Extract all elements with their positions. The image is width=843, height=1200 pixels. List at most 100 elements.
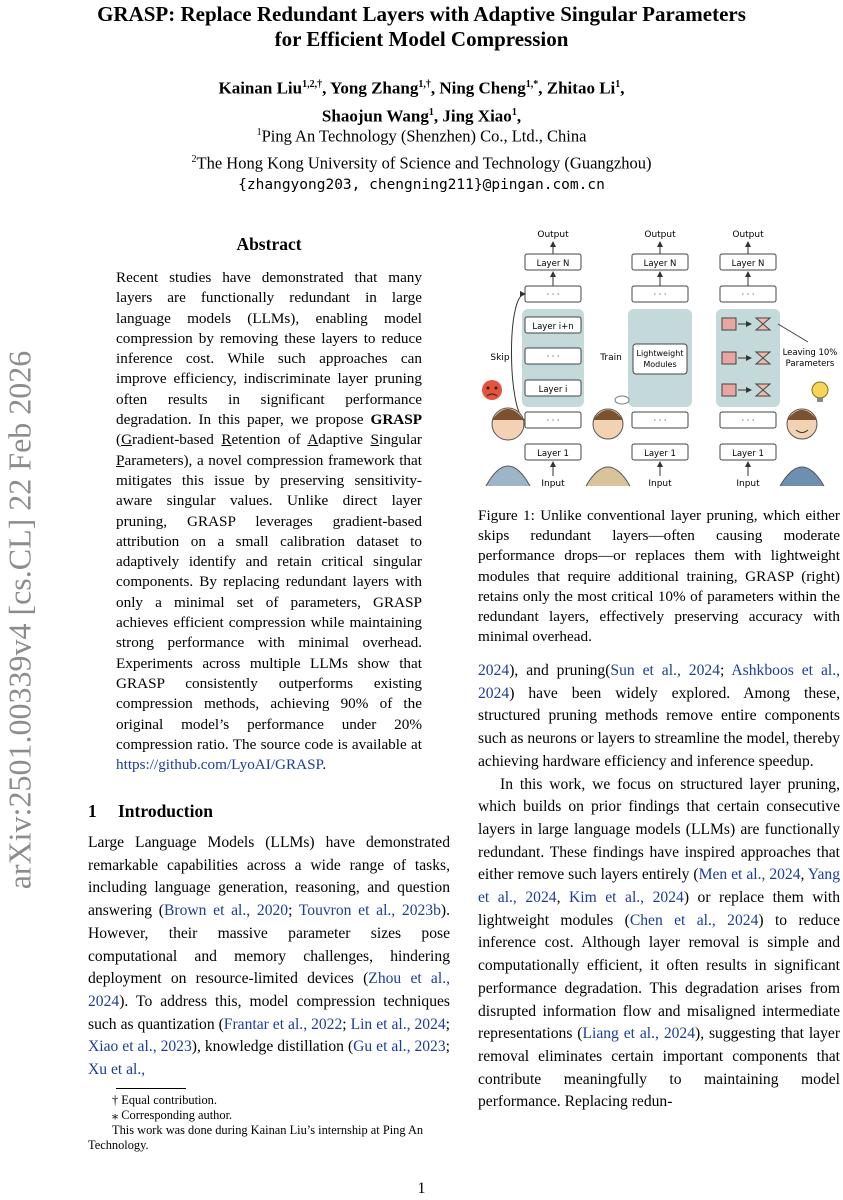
abstract-text: Recent studies have demonstrated that ma… bbox=[116, 269, 422, 429]
input-label: Input bbox=[736, 479, 760, 489]
citation-link[interactable]: Sun et al., 2024 bbox=[610, 662, 720, 679]
paragraph-continuation: 2024), and pruning(Sun et al., 2024; Ash… bbox=[478, 660, 840, 774]
figure-1-diagram: Output Layer N · · · Layer i+n · · · Lay… bbox=[482, 230, 837, 489]
body-text: ; bbox=[288, 902, 299, 920]
body-text: ). However, their massive parameter size… bbox=[88, 902, 450, 988]
lightbulb-icon bbox=[811, 381, 829, 402]
body-text: ; bbox=[342, 1015, 351, 1033]
dots-label: · · · bbox=[654, 290, 667, 299]
abstract-text: arameters), bbox=[124, 451, 197, 469]
citation-link[interactable]: Men et al., 2024 bbox=[698, 866, 801, 884]
stressed-person-icon bbox=[585, 395, 631, 487]
body-text: , bbox=[556, 889, 569, 907]
citation-link[interactable]: Frantar et al., 2022 bbox=[223, 1015, 343, 1033]
abstract-text: . bbox=[322, 756, 327, 774]
diagram-column-skip: Output Layer N · · · Layer i+n · · · Lay… bbox=[482, 230, 584, 489]
source-code-link[interactable]: https://github.com/LyoAI/GRASP bbox=[116, 756, 323, 774]
body-text: ; bbox=[445, 1015, 451, 1033]
layer-i-label: Layer i bbox=[539, 385, 568, 395]
grasp-name: GRASP bbox=[370, 411, 422, 429]
dots-label: · · · bbox=[654, 416, 667, 425]
paragraph-structured-pruning: In this work, we focus on structured lay… bbox=[478, 774, 840, 1115]
citation-link[interactable]: Kim et al., 2024 bbox=[569, 889, 684, 907]
layer-1-label: Layer 1 bbox=[732, 449, 764, 459]
citation-link[interactable]: Ashkboos et al., 2024 bbox=[478, 662, 840, 702]
citation-link[interactable]: Lin et al., 2024 bbox=[350, 1015, 446, 1033]
body-text: Large Language Models (LLMs) have demons… bbox=[88, 834, 450, 920]
footnotes: † Equal contribution. ⁎ Corresponding au… bbox=[88, 1093, 450, 1153]
abstract-heading: Abstract bbox=[236, 234, 302, 254]
citation-link[interactable]: Xu et al., bbox=[88, 1061, 146, 1079]
affiliation-1: Ping An Technology (Shenzhen) Co., Ltd.,… bbox=[261, 126, 587, 146]
abstract-text: ( bbox=[116, 431, 122, 449]
happy-person-icon bbox=[779, 408, 825, 487]
layer-1-label: Layer 1 bbox=[644, 449, 676, 459]
citation-link[interactable]: Brown et al., 2020 bbox=[164, 902, 289, 920]
body-text: In this work, we focus on structured lay… bbox=[478, 775, 840, 884]
output-label: Output bbox=[644, 230, 676, 240]
affiliation-2: The Hong Kong University of Science and … bbox=[196, 153, 652, 172]
train-label: Train bbox=[599, 353, 622, 363]
citation-link[interactable]: Liang et al., 2024 bbox=[582, 1025, 696, 1043]
author: Yong Zhang bbox=[329, 78, 419, 98]
figure-1-caption: Figure 1: Unlike conventional layer prun… bbox=[478, 507, 840, 646]
angry-face-icon bbox=[482, 380, 502, 400]
modules-label: Modules bbox=[643, 360, 676, 369]
abstract-text: a novel compression framework that mitig… bbox=[116, 451, 422, 753]
arxiv-sidebar: arXiv:2501.00339v4 [cs.CL] 22 Feb 2026 bbox=[0, 200, 42, 1040]
affil-sup: 2 bbox=[191, 153, 197, 165]
citation-link[interactable]: Xiao et al., 2023 bbox=[88, 1038, 192, 1056]
citation-link[interactable]: 2024 bbox=[478, 662, 510, 679]
body-text: ), and pruning( bbox=[509, 662, 611, 679]
body-text: , bbox=[800, 866, 808, 884]
output-label: Output bbox=[732, 230, 764, 240]
layer-n-label: Layer N bbox=[537, 259, 570, 269]
lightweight-label: Lightweight bbox=[637, 349, 684, 358]
acronym-letter: S bbox=[370, 431, 379, 449]
author: Shaojun Wang bbox=[321, 106, 429, 126]
affil-sup: 1 bbox=[256, 127, 262, 138]
author-sup: 1 bbox=[511, 106, 517, 118]
abstract-text: daptive bbox=[318, 431, 371, 449]
footnote-rule bbox=[116, 1088, 186, 1089]
author-list: Kainan Liu1,2,†, Yong Zhang1,†, Ning Che… bbox=[218, 78, 625, 126]
frustrated-person-icon bbox=[485, 407, 531, 487]
layer-box bbox=[524, 253, 582, 271]
diagram-column-train: Output Layer N · · · Lightweight Modules… bbox=[585, 230, 692, 489]
dots-label: · · · bbox=[742, 290, 755, 299]
author-sup: 1 bbox=[428, 106, 434, 118]
affiliations: 1Ping An Technology (Shenzhen) Co., Ltd.… bbox=[0, 121, 843, 197]
body-text: ; bbox=[445, 1038, 450, 1056]
dots-label: · · · bbox=[547, 352, 560, 361]
author: Zhitao Li bbox=[546, 78, 616, 98]
footnote-corresponding: ⁎ Corresponding author. bbox=[112, 1108, 233, 1122]
abstract-text: radient-based bbox=[132, 431, 222, 449]
page-number: 1 bbox=[417, 1180, 426, 1197]
abstract-text: etention of bbox=[231, 431, 308, 449]
right-column-text: 2024), and pruning(Sun et al., 2024; Ash… bbox=[478, 660, 840, 1114]
acronym-letter: A bbox=[307, 431, 319, 449]
citation-link[interactable]: Zhou et al., 2024 bbox=[88, 970, 450, 1010]
body-text: ; bbox=[720, 662, 732, 679]
footnote-internship: This work was done during Kainan Liu’s i… bbox=[88, 1123, 424, 1152]
section-title: Introduction bbox=[118, 801, 213, 821]
author: Jing Xiao bbox=[442, 106, 512, 126]
acronym-letter: G bbox=[121, 431, 133, 449]
acronym-letter: P bbox=[116, 451, 125, 469]
citation-link[interactable]: Chen et al., 2024 bbox=[629, 911, 759, 929]
citation-link[interactable]: Gu et al., 2023 bbox=[353, 1038, 446, 1056]
author-sup: 1,† bbox=[418, 79, 431, 90]
dots-label: · · · bbox=[547, 416, 560, 425]
dots-label: · · · bbox=[742, 416, 755, 425]
layer-n-label: Layer N bbox=[732, 259, 765, 269]
body-text: ) have been widely explored. Among these… bbox=[478, 684, 841, 770]
leaving-label: Leaving 10% bbox=[783, 348, 838, 358]
citation-link[interactable]: Yang et al., 2024 bbox=[478, 866, 840, 907]
body-text: ). To address this, model compression te… bbox=[88, 992, 450, 1033]
diagram-column-grasp: Output Layer N · · · Leaving 10% Paramet… bbox=[716, 230, 837, 489]
citation-link[interactable]: Touvron et al., 2023b bbox=[298, 902, 441, 920]
title-line-2: for Efficient Model Compression bbox=[274, 27, 569, 51]
input-label: Input bbox=[648, 479, 672, 489]
abstract-text: ingular bbox=[378, 431, 422, 449]
